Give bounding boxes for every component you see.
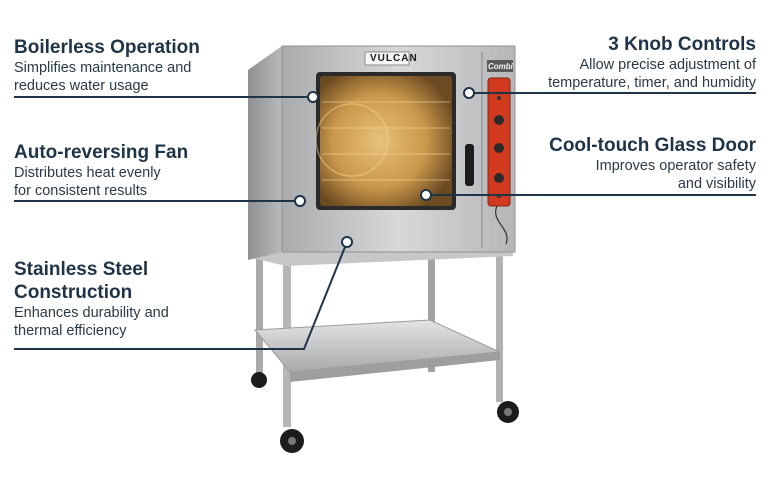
marker-boilerless bbox=[307, 91, 319, 103]
feature-desc: and visibility bbox=[677, 176, 756, 192]
feature-desc: Allow precise adjustment of bbox=[579, 57, 757, 73]
brand-logo-text: VULCAN bbox=[370, 53, 418, 64]
feature-boilerless: Boilerless Operation Simplifies maintena… bbox=[14, 36, 200, 95]
control-panel bbox=[487, 77, 511, 207]
feature-desc: Enhances durability and bbox=[14, 305, 169, 321]
feature-desc: Distributes heat evenly bbox=[14, 165, 161, 181]
callout-markers bbox=[294, 87, 475, 248]
feature-title: Cool-touch Glass Door bbox=[549, 135, 756, 156]
marker-knobs bbox=[463, 87, 475, 99]
vulcan-logo bbox=[364, 51, 410, 66]
marker-fan bbox=[294, 195, 306, 207]
combi-label: Combi bbox=[488, 62, 513, 71]
oven-body bbox=[248, 45, 516, 260]
temperature-knob bbox=[494, 115, 504, 125]
humidity-knob bbox=[494, 173, 504, 183]
feature-title: 3 Knob Controls bbox=[608, 34, 756, 55]
feature-knobs: 3 Knob Controls Allow precise adjustment… bbox=[548, 33, 756, 92]
leader-lines bbox=[14, 92, 756, 350]
feature-glass: Cool-touch Glass Door Improves operator … bbox=[549, 134, 756, 193]
leader-steel bbox=[14, 241, 348, 350]
marker-glass bbox=[420, 189, 432, 201]
feature-title: Stainless Steel bbox=[14, 259, 149, 280]
door-handle bbox=[465, 144, 474, 186]
feature-title: Construction bbox=[14, 282, 133, 303]
caster-wheel bbox=[251, 372, 267, 388]
feature-desc: thermal efficiency bbox=[14, 323, 127, 339]
feature-desc: temperature, timer, and humidity bbox=[548, 75, 756, 91]
feature-title: Boilerless Operation bbox=[14, 37, 200, 58]
feature-desc: for consistent results bbox=[14, 183, 147, 199]
feature-title: Auto-reversing Fan bbox=[14, 142, 189, 163]
feature-fan: Auto-reversing Fan Distributes heat even… bbox=[14, 141, 188, 200]
feature-desc: Simplifies maintenance and bbox=[14, 60, 192, 76]
feature-desc: reduces water usage bbox=[14, 78, 149, 94]
marker-steel bbox=[341, 236, 353, 248]
feature-steel: Stainless Steel Construction Enhances du… bbox=[14, 258, 169, 340]
feature-desc: Improves operator safety bbox=[595, 158, 756, 174]
timer-knob bbox=[494, 143, 504, 153]
